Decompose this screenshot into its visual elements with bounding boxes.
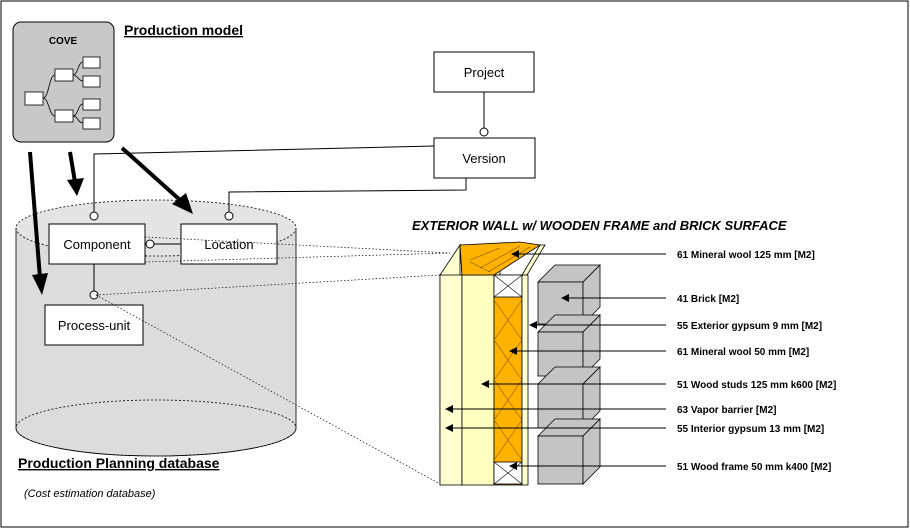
wall-section	[439, 241, 601, 486]
project-label: Project	[464, 65, 505, 80]
project-version-knob	[479, 127, 489, 137]
location-box	[180, 223, 278, 265]
wall-title: EXTERIOR WALL w/ WOODEN FRAME and BRICK …	[412, 218, 787, 233]
database-title: Production Planning database	[18, 455, 220, 471]
cove-arrowheads	[32, 178, 193, 295]
version-connectors	[93, 145, 467, 212]
location-knob-top	[224, 211, 234, 221]
cove-box: COVE	[12, 21, 115, 143]
cove-arrows	[28, 146, 182, 279]
layer-label: 41 Brick [M2]	[677, 294, 739, 305]
layer-label: 63 Vapor barrier [M2]	[677, 405, 776, 416]
layer-label: 61 Mineral wool 50 mm [M2]	[677, 347, 809, 358]
layer-arrows	[445, 250, 666, 470]
component-label: Component	[63, 237, 131, 252]
version-box	[433, 137, 536, 179]
component-process-knob	[89, 290, 99, 300]
location-label: Location	[204, 237, 253, 252]
layer-label: 55 Interior gypsum 13 mm [M2]	[677, 424, 824, 435]
process-unit-label: Process-unit	[58, 318, 131, 333]
layer-label: 55 Exterior gypsum 9 mm [M2]	[677, 321, 822, 332]
layer-labels: 61 Mineral wool 125 mm [M2] 41 Brick [M2…	[677, 250, 836, 473]
projection-lines	[95, 236, 451, 485]
database-subtitle: (Cost estimation database)	[24, 488, 156, 500]
layer-label: 51 Wood studs 125 mm k600 [M2]	[677, 380, 836, 391]
layer-label: 51 Wood frame 50 mm k400 [M2]	[677, 462, 831, 473]
cove-label: COVE	[49, 36, 78, 47]
project-box	[433, 51, 535, 93]
component-box	[48, 223, 146, 265]
cove-tree-icon	[24, 56, 101, 130]
layer-label: 61 Mineral wool 125 mm [M2]	[677, 250, 815, 261]
component-location-knob	[145, 239, 155, 249]
process-unit-box	[44, 304, 144, 346]
component-knob-top	[89, 211, 99, 221]
version-label: Version	[462, 151, 505, 166]
production-model-title: Production model	[124, 22, 243, 38]
